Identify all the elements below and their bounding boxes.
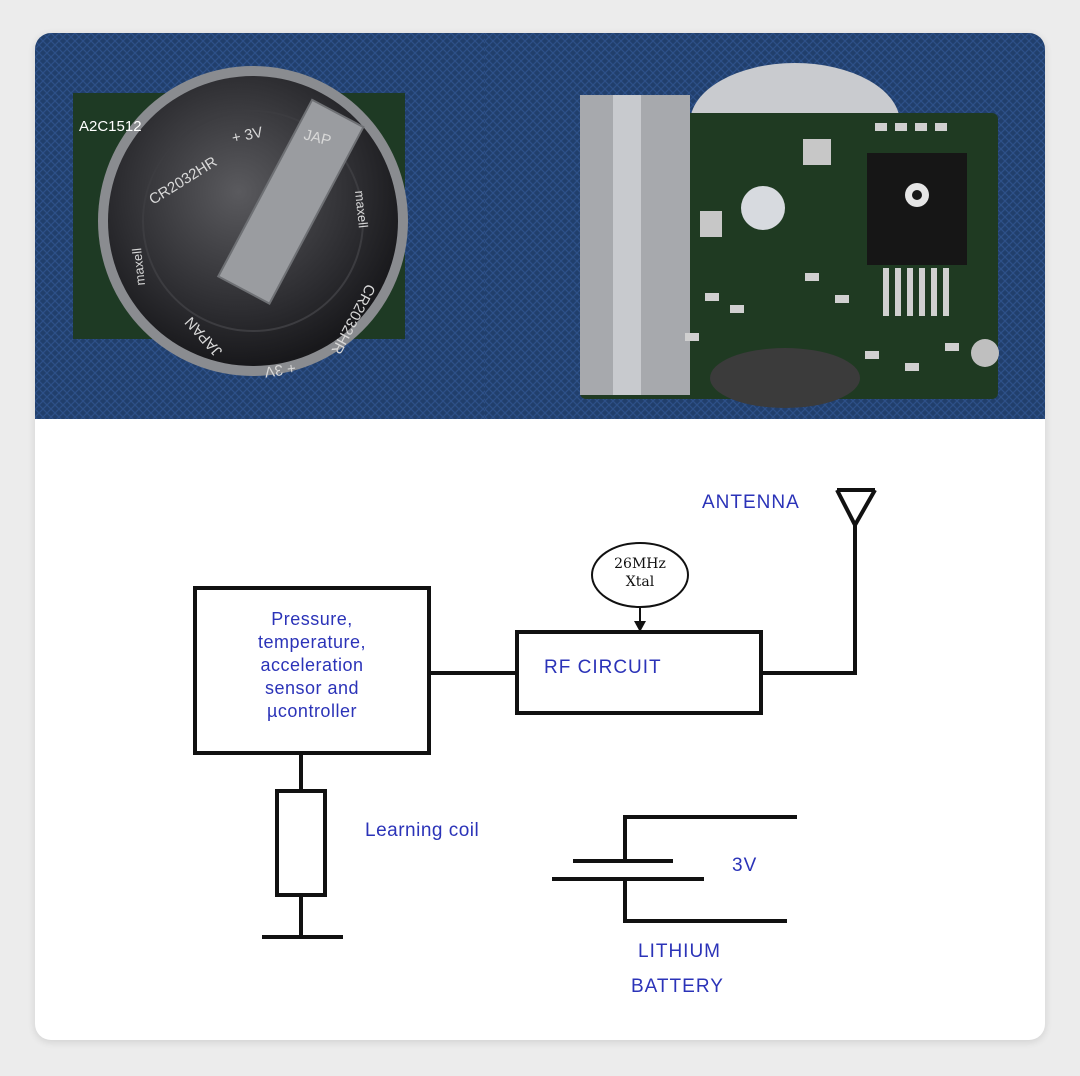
- battery-brand-left: maxell: [129, 247, 148, 286]
- sensor-line-2: temperature,: [257, 632, 367, 652]
- xtal-arrow-head-icon: [634, 621, 646, 632]
- pcb-circuit-photo: [485, 33, 1045, 419]
- part-code-text: A2C1512: [79, 118, 142, 135]
- sensor-block-label: Pressure, temperature, acceleration sens…: [197, 608, 427, 723]
- block-diagram: [193, 488, 877, 939]
- battery-country-top: JAP: [302, 126, 333, 149]
- battery-top-lead: [623, 815, 797, 861]
- sensor-line-1: Pressure,: [271, 609, 353, 629]
- learning-coil-label: Learning coil: [365, 820, 480, 841]
- pressure-sensor-chip: [867, 153, 967, 265]
- battery-brand-right: maxell: [352, 190, 371, 229]
- sensor-line-3: acceleration: [260, 655, 364, 675]
- rf-circuit-label: RF CIRCUIT: [544, 657, 662, 678]
- battery-bottom-lead: [623, 879, 787, 923]
- coin-battery-photo: A2C1512 CR2032HR + 3V JAP maxell maxell …: [35, 33, 485, 419]
- xtal-label: 26MHz Xtal: [592, 555, 688, 591]
- battery-polarity-bottom: + 3V: [263, 359, 296, 380]
- learning-coil-symbol: [275, 789, 327, 897]
- battery-tab: [216, 98, 365, 305]
- battery-polarity-top: + 3V: [230, 124, 264, 147]
- xtal-name: Xtal: [625, 574, 655, 590]
- antenna-icon: [835, 488, 877, 530]
- battery-label-line-1: LITHIUM: [638, 941, 721, 962]
- sensor-line-4: sensor and: [264, 678, 360, 698]
- figure-card: A2C1512 CR2032HR + 3V JAP maxell maxell …: [35, 33, 1045, 1040]
- voltage-label: 3V: [732, 855, 758, 876]
- sensor-block: [193, 586, 431, 755]
- battery-label-line-2: BATTERY: [631, 976, 724, 997]
- photo-strip: A2C1512 CR2032HR + 3V JAP maxell maxell …: [35, 33, 1045, 419]
- antenna-label: ANTENNA: [702, 492, 800, 513]
- sensor-line-5: µcontroller: [267, 701, 357, 721]
- xtal-frequency: 26MHz: [614, 556, 666, 572]
- component-dot: [741, 186, 785, 230]
